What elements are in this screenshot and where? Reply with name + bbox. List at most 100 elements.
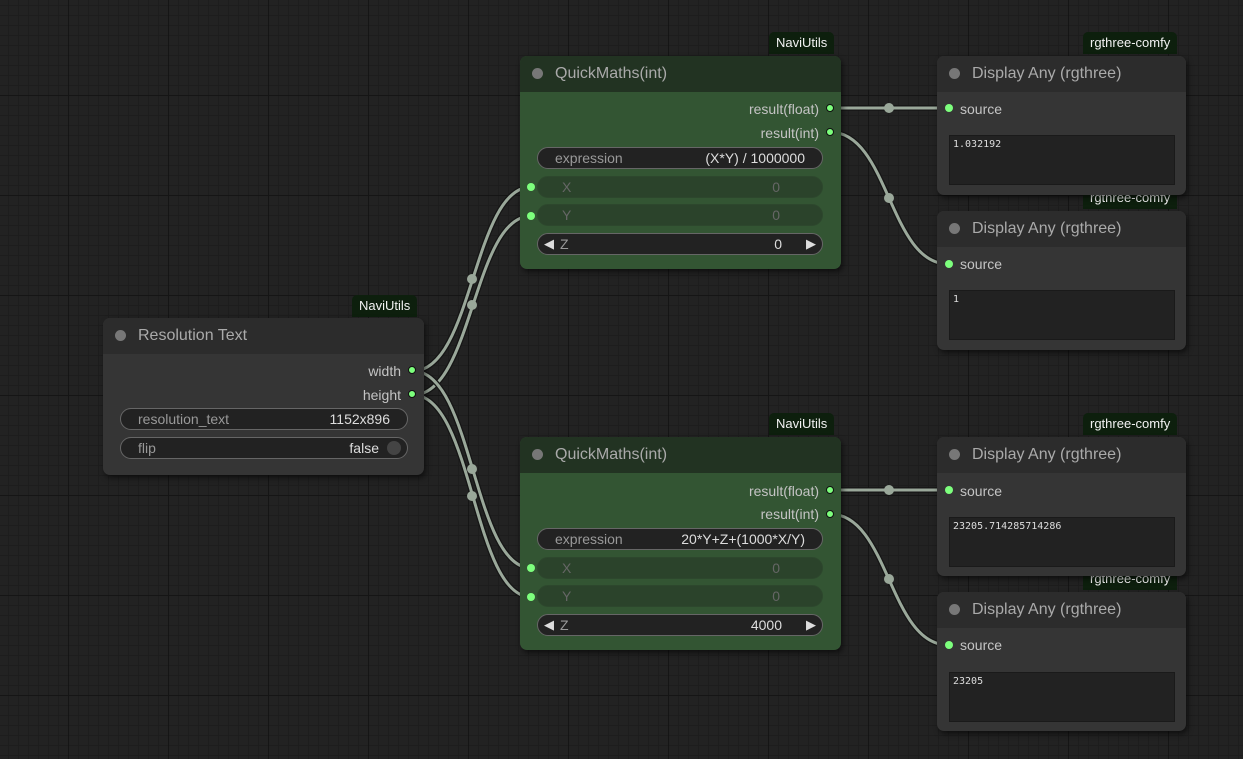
input-slot-source[interactable] bbox=[945, 486, 953, 494]
output-slot-height[interactable] bbox=[408, 390, 416, 398]
widget-value: 20*Y+Z+(1000*X/Y) bbox=[681, 531, 805, 547]
collapse-dot-icon[interactable] bbox=[115, 330, 126, 341]
widget-label: X bbox=[562, 560, 572, 576]
toggle-knob-icon[interactable] bbox=[387, 441, 401, 455]
link-width-to-qm1-x bbox=[410, 184, 534, 374]
resolution-text-widget[interactable]: resolution_text 1152x896 bbox=[120, 408, 408, 430]
widget-value: 0 bbox=[774, 236, 782, 252]
widget-label: flip bbox=[138, 440, 156, 456]
input-slot-source[interactable] bbox=[945, 260, 953, 268]
widget-label: Y bbox=[562, 588, 572, 604]
display-any-node-4[interactable]: Display Any (rgthree) source 23205 bbox=[937, 592, 1186, 731]
reroute-dot bbox=[884, 485, 894, 495]
reroute-dot bbox=[467, 464, 477, 474]
output-label-result-float: result(float) bbox=[748, 483, 819, 499]
node-badge: NaviUtils bbox=[352, 295, 418, 317]
collapse-dot-icon[interactable] bbox=[949, 604, 960, 615]
display-text-area[interactable]: 23205.714285714286 bbox=[949, 517, 1175, 567]
link-height-to-qm1-y bbox=[410, 213, 534, 398]
decrement-arrow-icon[interactable]: ◀ bbox=[544, 617, 554, 632]
node-title: Display Any (rgthree) bbox=[972, 601, 1122, 618]
input-slot-source[interactable] bbox=[945, 104, 953, 112]
input-slot-y[interactable] bbox=[527, 212, 535, 220]
widget-value: 0 bbox=[772, 588, 780, 604]
quickmaths-node-2[interactable]: QuickMaths(int) result(float) result(int… bbox=[520, 437, 841, 650]
reroute-dot bbox=[884, 103, 894, 113]
collapse-dot-icon[interactable] bbox=[532, 68, 543, 79]
node-title-bar[interactable]: Resolution Text bbox=[103, 318, 424, 354]
display-any-node-1[interactable]: Display Any (rgthree) source 1.032192 bbox=[937, 56, 1186, 195]
output-slot-result-int[interactable] bbox=[826, 510, 834, 518]
display-any-node-2[interactable]: Display Any (rgthree) source 1 bbox=[937, 211, 1186, 350]
resolution-text-node[interactable]: Resolution Text width height resolution_… bbox=[103, 318, 424, 475]
widget-label: Z bbox=[560, 236, 569, 252]
z-number-widget[interactable]: ◀ Z 0 ▶ bbox=[537, 233, 823, 255]
node-title-bar[interactable]: QuickMaths(int) bbox=[520, 56, 841, 92]
output-label-height: height bbox=[362, 387, 401, 403]
reroute-dot bbox=[884, 574, 894, 584]
display-any-node-3[interactable]: Display Any (rgthree) source 23205.71428… bbox=[937, 437, 1186, 576]
node-title: QuickMaths(int) bbox=[555, 446, 668, 463]
widget-label: Z bbox=[560, 617, 569, 633]
link-qm1-int-to-d2 bbox=[827, 129, 951, 267]
expression-widget[interactable]: expression (X*Y) / 1000000 bbox=[537, 147, 823, 169]
output-slot-result-int[interactable] bbox=[826, 128, 834, 136]
link-width-to-qm2-x bbox=[410, 368, 534, 571]
widget-value: 4000 bbox=[750, 617, 782, 633]
node-title-bar[interactable]: Display Any (rgthree) bbox=[937, 592, 1186, 628]
node-title-bar[interactable]: Display Any (rgthree) bbox=[937, 437, 1186, 473]
y-widget[interactable]: Y 0 bbox=[537, 204, 823, 226]
reroute-dot bbox=[884, 193, 894, 203]
collapse-dot-icon[interactable] bbox=[949, 223, 960, 234]
reroute-dot bbox=[467, 274, 477, 284]
widget-value: 0 bbox=[772, 207, 780, 223]
collapse-dot-icon[interactable] bbox=[949, 449, 960, 460]
display-text-area[interactable]: 23205 bbox=[949, 672, 1175, 722]
node-badge: NaviUtils bbox=[769, 32, 835, 54]
increment-arrow-icon[interactable]: ▶ bbox=[806, 236, 816, 251]
node-title: Display Any (rgthree) bbox=[972, 65, 1122, 82]
node-title-bar[interactable]: Display Any (rgthree) bbox=[937, 56, 1186, 92]
input-label-source: source bbox=[960, 483, 1003, 499]
reroute-dot bbox=[467, 300, 477, 310]
collapse-dot-icon[interactable] bbox=[949, 68, 960, 79]
flip-toggle-widget[interactable]: flip false bbox=[120, 437, 408, 459]
widget-label: resolution_text bbox=[138, 411, 230, 427]
display-text-area[interactable]: 1.032192 bbox=[949, 135, 1175, 185]
increment-arrow-icon[interactable]: ▶ bbox=[806, 617, 816, 632]
widget-value: false bbox=[349, 440, 379, 456]
x-widget[interactable]: X 0 bbox=[537, 557, 823, 579]
decrement-arrow-icon[interactable]: ◀ bbox=[544, 236, 554, 251]
node-badge: rgthree-comfy bbox=[1083, 32, 1178, 54]
output-slot-result-float[interactable] bbox=[826, 104, 834, 112]
input-slot-x[interactable] bbox=[527, 564, 535, 572]
node-title-bar[interactable]: Display Any (rgthree) bbox=[937, 211, 1186, 247]
reroute-dot bbox=[467, 491, 477, 501]
widget-value: 1152x896 bbox=[329, 411, 390, 427]
link-qm2-int-to-d4 bbox=[827, 511, 951, 648]
z-number-widget[interactable]: ◀ Z 4000 ▶ bbox=[537, 614, 823, 636]
quickmaths-node-1[interactable]: QuickMaths(int) result(float) result(int… bbox=[520, 56, 841, 269]
node-title: QuickMaths(int) bbox=[555, 65, 668, 82]
widget-value: 0 bbox=[772, 560, 780, 576]
widget-value: 0 bbox=[772, 179, 780, 195]
node-title-bar[interactable]: QuickMaths(int) bbox=[520, 437, 841, 473]
input-slot-source[interactable] bbox=[945, 641, 953, 649]
node-title: Display Any (rgthree) bbox=[972, 220, 1122, 237]
input-label-source: source bbox=[960, 101, 1003, 117]
output-slot-result-float[interactable] bbox=[826, 486, 834, 494]
x-widget[interactable]: X 0 bbox=[537, 176, 823, 198]
widget-label: expression bbox=[555, 150, 623, 166]
collapse-dot-icon[interactable] bbox=[532, 449, 543, 460]
widget-label: X bbox=[562, 179, 572, 195]
output-slot-width[interactable] bbox=[408, 366, 416, 374]
input-slot-y[interactable] bbox=[527, 593, 535, 601]
output-label-width: width bbox=[368, 363, 401, 379]
input-slot-x[interactable] bbox=[527, 183, 535, 191]
y-widget[interactable]: Y 0 bbox=[537, 585, 823, 607]
expression-widget[interactable]: expression 20*Y+Z+(1000*X/Y) bbox=[537, 528, 823, 550]
input-label-source: source bbox=[960, 256, 1003, 272]
output-label-result-int: result(int) bbox=[760, 506, 819, 522]
widget-label: Y bbox=[562, 207, 572, 223]
display-text-area[interactable]: 1 bbox=[949, 290, 1175, 340]
